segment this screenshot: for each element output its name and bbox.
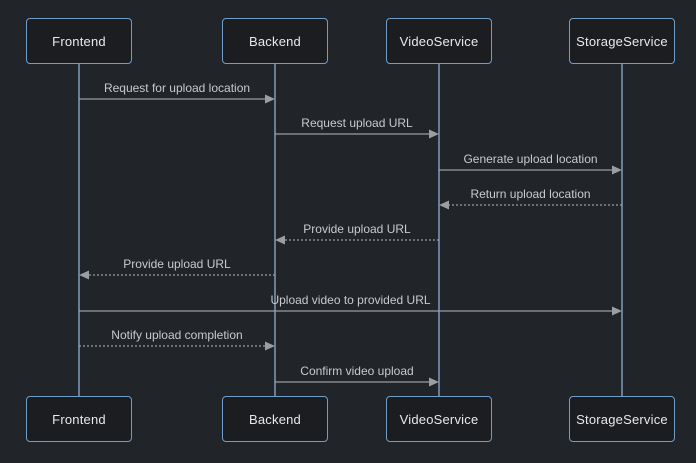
message-label-request-upload-url: Request upload URL (301, 116, 413, 130)
actor-label-backend: Backend (249, 411, 301, 427)
actor-box-backend-top: Backend (222, 18, 328, 64)
actor-box-storageservice-top: StorageService (569, 18, 675, 64)
actor-box-backend-bottom: Backend (222, 396, 328, 442)
message-arrowhead-7 (265, 341, 275, 351)
message-label-notify-upload-completion: Notify upload completion (111, 328, 243, 342)
message-arrowhead-3 (439, 200, 449, 210)
actor-label-videoservice: VideoService (399, 33, 479, 49)
actor-box-videoservice-top: VideoService (386, 18, 492, 64)
message-arrowhead-6 (612, 306, 622, 316)
message-label-confirm-video-upload: Confirm video upload (300, 364, 414, 378)
message-arrowhead-8 (429, 377, 439, 387)
message-arrowhead-5 (79, 270, 89, 280)
message-label-provide-upload-url-2: Provide upload URL (123, 257, 231, 271)
actor-box-storageservice-bottom: StorageService (569, 396, 675, 442)
actor-label-frontend: Frontend (52, 411, 106, 427)
message-arrowhead-4 (275, 235, 285, 245)
actor-label-frontend: Frontend (52, 33, 106, 49)
actor-box-frontend-top: Frontend (26, 18, 132, 64)
message-label-upload-video-to-provided-url: Upload video to provided URL (270, 293, 431, 307)
actor-label-videoservice: VideoService (399, 411, 479, 427)
actor-label-storageservice: StorageService (576, 411, 668, 427)
actor-label-backend: Backend (249, 33, 301, 49)
message-label-return-upload-location: Return upload location (470, 187, 591, 201)
message-arrowhead-0 (265, 94, 275, 104)
message-arrowhead-1 (429, 129, 439, 139)
message-arrowhead-2 (612, 165, 622, 175)
actor-box-frontend-bottom: Frontend (26, 396, 132, 442)
message-label-request-for-upload-location: Request for upload location (103, 81, 251, 95)
actor-label-storageservice: StorageService (576, 33, 668, 49)
actor-box-videoservice-bottom: VideoService (386, 396, 492, 442)
message-label-provide-upload-url-1: Provide upload URL (303, 222, 411, 236)
message-label-generate-upload-location: Generate upload location (463, 152, 598, 166)
